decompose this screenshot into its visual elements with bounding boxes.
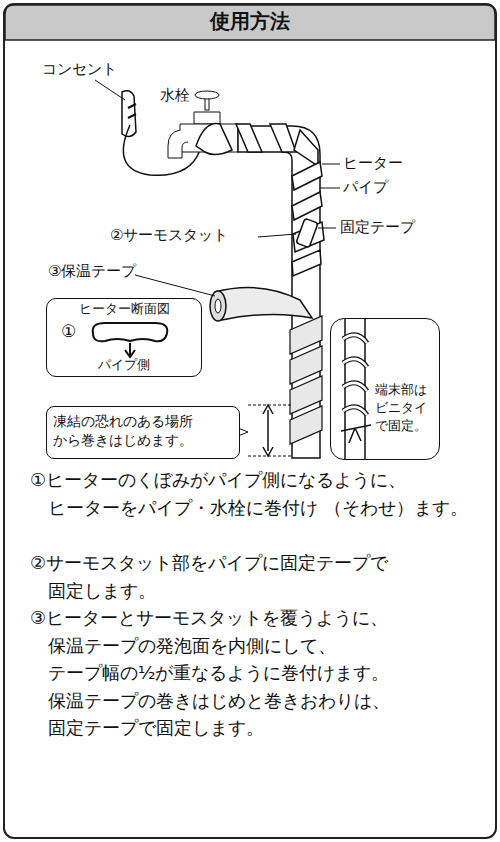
node-text: 端末部は ビニタイ で固定。 (375, 381, 437, 435)
node-text: ① (61, 321, 76, 341)
part-label: ヒーター (343, 154, 403, 172)
title: 使用方法 (0, 9, 500, 33)
part-label: コンセント (42, 60, 117, 78)
node-text: ヒーター断面図 (47, 301, 201, 317)
part-label: ③保温テープ (48, 262, 136, 280)
instruction: ①ヒーターのくぼみがパイプ側になるように、 ヒーターをパイプ・水栓に巻付け （そ… (30, 466, 470, 521)
cross-section-box: ヒーター断面図 ① パイプ側 (46, 298, 202, 377)
part-label: 固定テープ (340, 218, 415, 236)
node-text: パイプ側 (47, 357, 201, 373)
part-label: ②サーモスタット (110, 226, 228, 244)
callout-box: 凍結の恐れのある場所 から巻きはじめます。 (46, 406, 240, 459)
inset-box: 端末部は ビニタイ で固定。 (330, 318, 440, 460)
instruction: ③ヒーターとサーモスタットを覆うように、 保温テープの発泡面を内側にして、 テー… (30, 604, 470, 742)
instruction: ②サーモスタット部をパイプに固定テープで 固定します。 (30, 549, 470, 604)
part-label: パイプ (343, 178, 388, 196)
part-label: 水栓 (160, 86, 190, 104)
node-text: 凍結の恐れのある場所 から巻きはじめます。 (47, 407, 239, 455)
